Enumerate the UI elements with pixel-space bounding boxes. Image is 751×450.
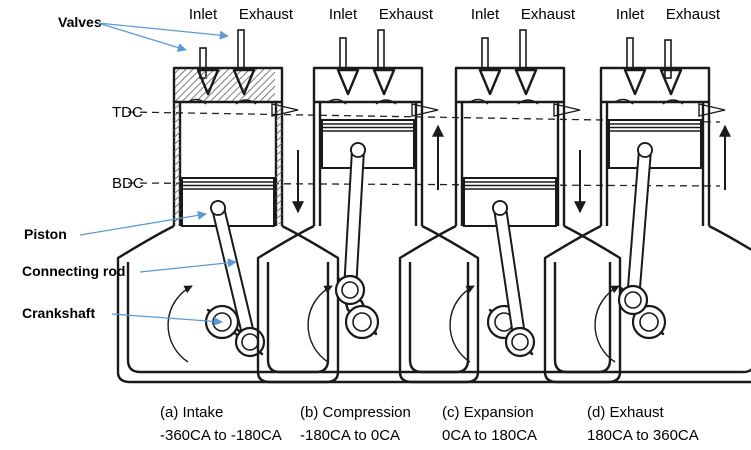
- spark-plug-icon: [411, 103, 439, 117]
- valve-heads: [623, 68, 683, 96]
- cylinder-walls: [312, 102, 424, 226]
- wall-hatch-right: [276, 104, 282, 224]
- exhaust-label: Exhaust: [379, 6, 434, 23]
- stroke-caption-range: 180CA to 360CA: [587, 427, 699, 444]
- cylinder-walls: [599, 102, 711, 226]
- wrist-pin-top: [350, 142, 366, 158]
- rotation-arrow: [167, 285, 193, 363]
- stroke-caption-range: -360CA to -180CA: [160, 427, 282, 444]
- inlet-valve-stem: [481, 37, 489, 69]
- exhaust-valve-stem: [664, 39, 672, 79]
- spark-plug-icon: [698, 103, 726, 117]
- inlet-label: Inlet: [189, 6, 218, 23]
- valve-ports: [614, 98, 684, 105]
- cylinder-head: [312, 66, 424, 104]
- crank-pin-inner: [241, 333, 259, 351]
- inlet-label: Inlet: [471, 6, 500, 23]
- valve-ports: [327, 98, 397, 105]
- valve-heads: [478, 68, 538, 96]
- crankshaft-pointer: [111, 313, 223, 326]
- stroke-caption-title: (d) Exhaust: [587, 404, 665, 421]
- crankshaft-main-inner: [352, 312, 372, 332]
- connecting-rod-label: Connecting rod: [22, 263, 125, 279]
- valves-pointer-inlet: [97, 22, 187, 52]
- inlet-label: Inlet: [329, 6, 358, 23]
- inlet-valve-stem: [339, 37, 347, 69]
- crank-pin-inner: [624, 291, 642, 309]
- crankcase: [543, 224, 751, 384]
- valves-pointer-exhaust: [97, 22, 229, 40]
- crankcase: [116, 224, 340, 384]
- stroke-caption-title: (b) Compression: [300, 404, 411, 421]
- cylinder-head: [454, 66, 566, 104]
- crank-pin-inner: [511, 333, 529, 351]
- exhaust-valve-stem: [377, 29, 385, 69]
- side-labels: Valves TDC BDC Piston Connecting rod Cra…: [22, 14, 237, 326]
- cylinder-walls: [454, 102, 566, 226]
- rotation-arrow: [449, 285, 475, 363]
- exhaust-valve-stem: [519, 29, 527, 69]
- crankcase-inner: [408, 262, 612, 374]
- head-hatch: [175, 69, 275, 101]
- inlet-valve-stem: [626, 37, 634, 69]
- stroke-caption-title: (a) Intake: [160, 404, 223, 421]
- wrist-pin-top: [210, 200, 226, 216]
- stroke-caption-range: 0CA to 180CA: [442, 427, 537, 444]
- inlet-label: Inlet: [616, 6, 645, 23]
- crankcase-inner: [126, 262, 330, 374]
- connecting-rod: [628, 145, 650, 305]
- stroke-caption-title: (c) Expansion: [442, 404, 534, 421]
- crankcase-inner: [266, 262, 470, 374]
- crank-pin-inner: [341, 281, 359, 299]
- exhaust-label: Exhaust: [521, 6, 576, 23]
- connecting-rod: [495, 203, 525, 347]
- rotation-arrow: [594, 285, 620, 363]
- valve-ports: [469, 98, 539, 105]
- crankshaft-main-inner: [639, 312, 659, 332]
- rotation-arrow: [307, 285, 333, 363]
- exhaust-label: Exhaust: [666, 6, 721, 23]
- valve-heads: [196, 68, 256, 96]
- piston-pointer: [79, 210, 207, 236]
- connecting-rod: [213, 203, 255, 347]
- exhaust-label: Exhaust: [239, 6, 294, 23]
- tdc-label: TDC: [112, 104, 143, 121]
- bdc-label: BDC: [112, 175, 144, 192]
- spark-plug-icon: [553, 103, 581, 117]
- wrist-pin-top: [637, 142, 653, 158]
- stroke-caption-range: -180CA to 0CA: [300, 427, 400, 444]
- crankshaft-label: Crankshaft: [22, 305, 95, 321]
- crankcase: [256, 224, 480, 384]
- valve-heads: [336, 68, 396, 96]
- wall-hatch-left: [174, 104, 180, 224]
- engine-stroke-4: Inlet Exhaust (d) Exhaust 180CA to 360CA: [543, 6, 751, 444]
- piston-label: Piston: [24, 226, 67, 242]
- valves-label: Valves: [58, 14, 102, 30]
- connecting-rod: [345, 145, 363, 295]
- wrist-pin-top: [492, 200, 508, 216]
- connecting-rod-pointer: [139, 258, 237, 273]
- crankcase: [398, 224, 622, 384]
- cylinder-head: [599, 66, 711, 104]
- valve-ports: [187, 98, 257, 105]
- engine-stroke-2: Inlet Exhaust (b) Compression -180CA to 0CA: [256, 6, 480, 444]
- engine-stroke-1: Inlet Exhaust (a) Intake -360CA to -180CA: [116, 6, 340, 444]
- crankcase-inner: [553, 262, 751, 374]
- spark-plug-icon: [271, 103, 299, 117]
- exhaust-valve-stem: [237, 29, 245, 69]
- engine-stroke-3: Inlet Exhaust (c) Expansion 0CA to 180CA: [398, 6, 622, 444]
